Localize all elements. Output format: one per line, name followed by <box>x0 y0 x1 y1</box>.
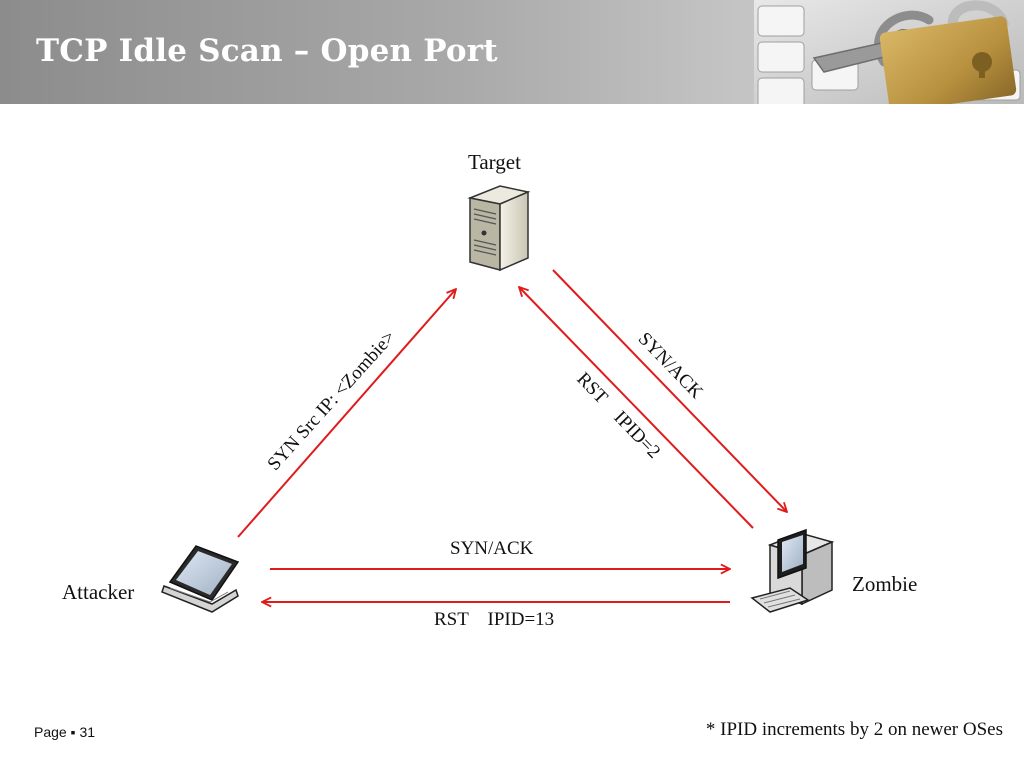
footnote: * IPID increments by 2 on newer OSes <box>705 719 1003 740</box>
arrow-attacker-to-target <box>237 289 456 538</box>
zombie-label: Zombie <box>852 572 918 596</box>
arrow-zombie-to-target <box>519 287 754 529</box>
padlock-keyboard-image <box>754 0 1024 104</box>
attacker-label: Attacker <box>62 580 135 604</box>
server-icon <box>467 185 531 272</box>
target-label: Target <box>468 150 521 174</box>
title-bar: TCP Idle Scan – Open Port <box>0 0 1024 104</box>
laptop-icon <box>161 545 240 613</box>
page-number: Page ▪ 31 <box>34 724 96 740</box>
desktop-computer-icon <box>750 528 835 613</box>
edge-label-zombie-to-attacker: RST IPID=13 <box>434 609 555 630</box>
arrow-target-to-zombie <box>552 269 787 512</box>
edge-label-attacker-to-zombie: SYN/ACK <box>450 538 534 559</box>
slide-title: TCP Idle Scan – Open Port <box>36 33 498 69</box>
